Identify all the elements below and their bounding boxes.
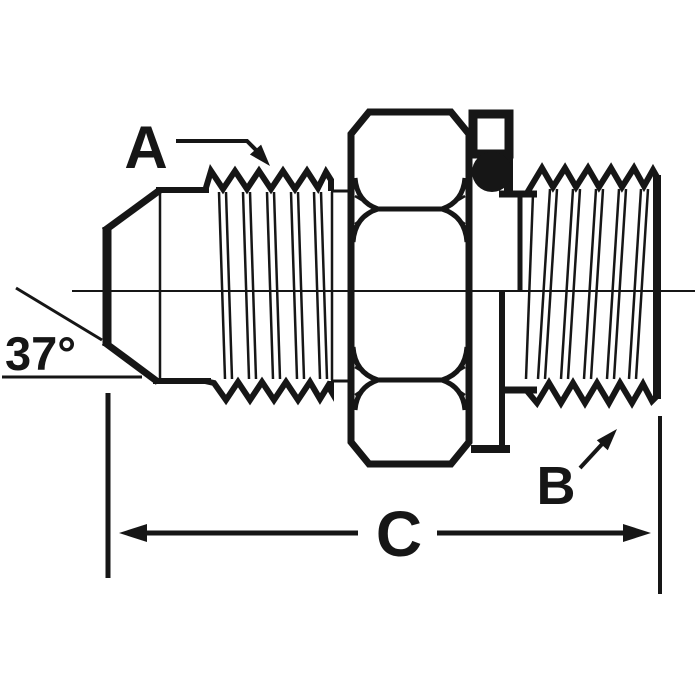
leader-line-a: [176, 139, 260, 154]
thread-flank-line: [582, 188, 598, 380]
label-c: C: [376, 498, 422, 570]
thread-flank-line: [589, 188, 605, 380]
callout-b: B: [537, 429, 617, 516]
right-thread-top-crest: [524, 162, 660, 195]
right-thread-flank-lines: [524, 188, 650, 380]
arrowhead-b-icon: [596, 429, 617, 451]
thread-flank-line: [536, 188, 552, 380]
thread-flank-line: [296, 191, 306, 380]
arrowhead-right-icon: [623, 524, 651, 542]
hex-corner-line: [442, 365, 466, 382]
thread-flank-line: [272, 191, 282, 380]
dimension-c: C: [105, 393, 662, 594]
arrowhead-left-icon: [119, 524, 147, 542]
thread-flank-line: [248, 191, 258, 380]
thread-flank-line: [524, 193, 535, 380]
thread-flank-line: [319, 191, 329, 380]
hex-nut: [347, 108, 473, 468]
o-ring: [472, 152, 512, 192]
thread-flank-line: [543, 188, 559, 380]
hex-corner-line: [442, 207, 466, 226]
thread-flank-line: [566, 188, 582, 380]
thread-flank-line: [312, 191, 322, 380]
leader-line-b: [578, 440, 606, 470]
thread-flank-line: [605, 188, 621, 380]
thread-flank-line: [217, 191, 227, 380]
flare-bottom-chamfer: [101, 339, 161, 385]
hex-corner-line: [354, 365, 378, 382]
thread-flank-line: [224, 191, 234, 380]
thread-flank-line: [627, 188, 643, 380]
right-thread-bottom-crest: [524, 376, 660, 410]
thread-flank-line: [559, 188, 575, 380]
hex-corner-line: [354, 378, 378, 397]
flare-angle-label: 37°: [5, 327, 76, 380]
hex-silhouette: [347, 108, 473, 468]
flare-cone: [101, 187, 211, 385]
left-thread-top-crest: [202, 164, 334, 195]
backup-washer: [468, 109, 514, 159]
left-thread-section: [202, 164, 353, 406]
thread-flank-line: [265, 191, 275, 380]
hex-corner-chamfer-lines: [354, 194, 466, 397]
left-thread-bottom-crest: [204, 376, 334, 406]
angle-reference-diagonal-line: [15, 286, 103, 342]
thread-flank-line: [241, 191, 251, 380]
thread-flank-line: [634, 188, 650, 380]
hex-corner-line: [442, 378, 466, 397]
flare-angle-callout: 37°: [2, 286, 142, 380]
washer-and-oring: [468, 109, 537, 453]
flare-top-chamfer: [101, 187, 163, 234]
left-thread-flank-lines: [217, 191, 329, 380]
thread-flank-line: [289, 191, 299, 380]
arrowhead-a-icon: [249, 144, 270, 166]
hex-corner-line: [354, 207, 378, 226]
hex-corner-line: [442, 194, 466, 211]
callout-a: A: [124, 114, 270, 181]
thread-flank-line: [612, 188, 628, 380]
right-thread-section: [524, 162, 661, 410]
label-b: B: [537, 456, 576, 516]
hex-corner-line: [354, 194, 378, 211]
label-a: A: [124, 114, 167, 181]
